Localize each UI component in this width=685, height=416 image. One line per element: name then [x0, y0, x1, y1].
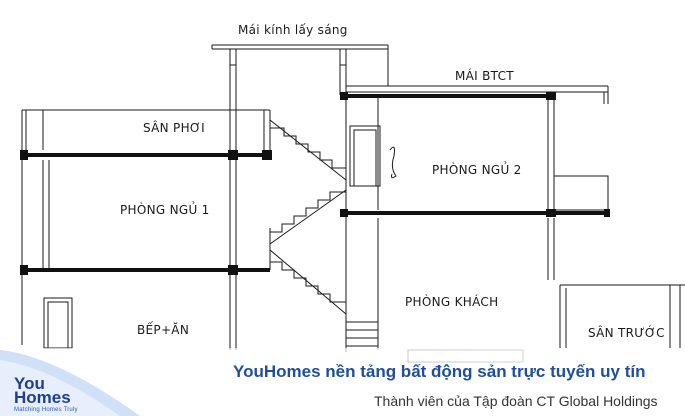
- banner-subline: Thành viên của Tập đoàn CT Global Holdin…: [374, 393, 658, 409]
- staircase: [269, 119, 378, 352]
- label-bedroom-2: PHÒNG NGỦ 2: [432, 163, 522, 177]
- logo-you-text: You: [14, 374, 45, 393]
- concrete-roof: [346, 52, 609, 104]
- logo-slogan: Matching Homes Truly: [14, 407, 78, 413]
- label-skylight-roof: Mái kính lấy sáng: [238, 23, 348, 37]
- skylight-roof: [211, 44, 389, 158]
- label-drying-yard: SÂN PHƠI: [143, 121, 205, 135]
- banner-tagline: YouHomes nền tảng bất động sản trực tuyế…: [233, 362, 646, 381]
- label-kitchen-dining: BẾP+ĂN: [137, 323, 190, 337]
- label-front-yard: SÂN TRƯỚC: [588, 326, 665, 340]
- youhomes-logo-shape: [0, 350, 140, 416]
- label-concrete-roof: MÁI BTCT: [455, 69, 514, 83]
- label-living-room: PHÒNG KHÁCH: [405, 295, 499, 309]
- logo-homes-text: Homes: [14, 388, 71, 407]
- label-bedroom-1: PHÒNG NGỦ 1: [120, 203, 210, 217]
